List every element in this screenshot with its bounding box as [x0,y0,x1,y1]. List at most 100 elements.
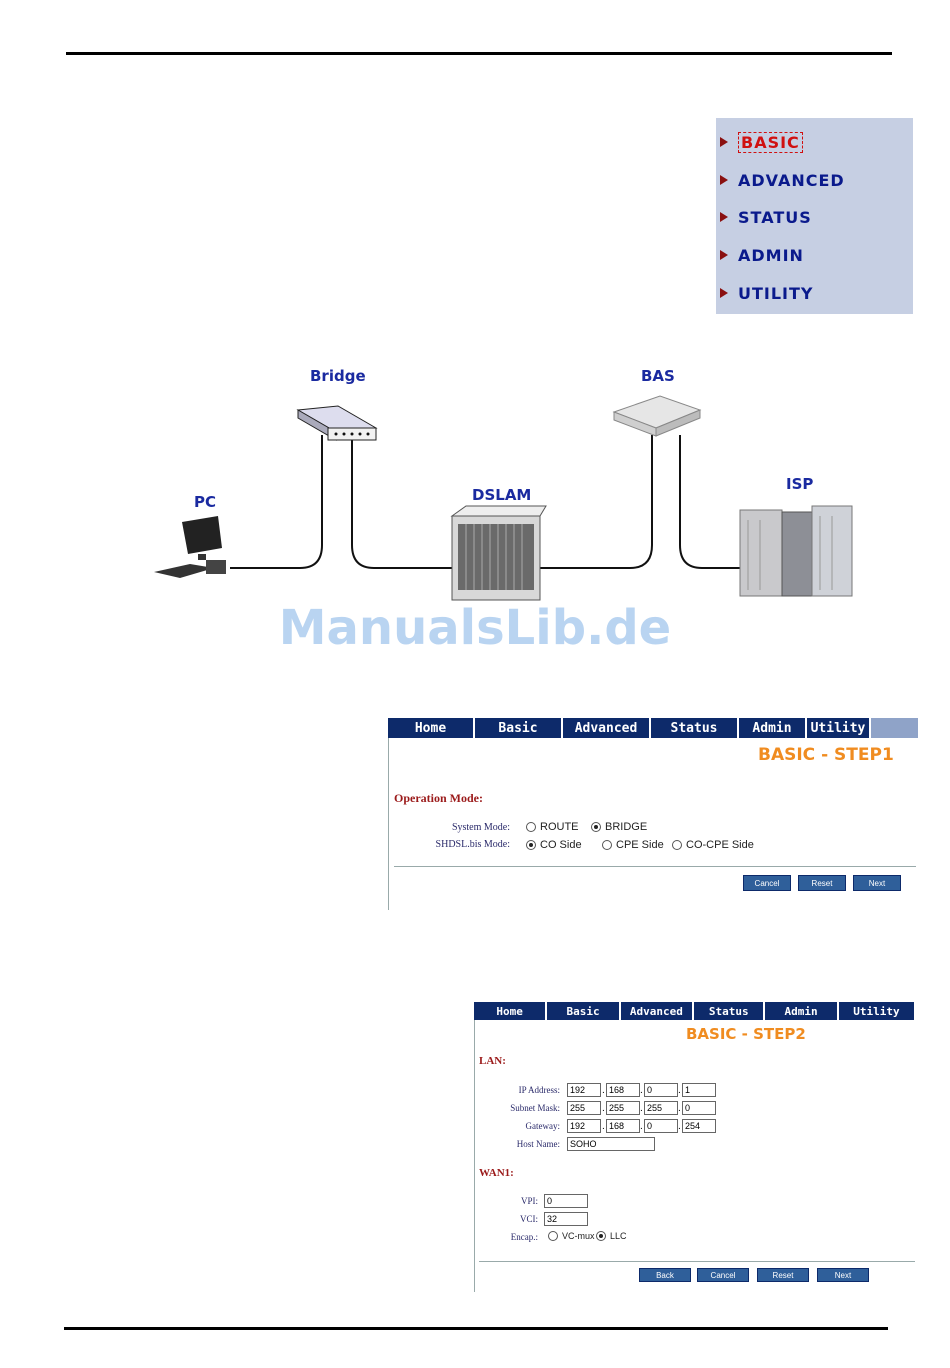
tab-home[interactable]: Home [474,1002,548,1020]
ip-octet-2[interactable]: 168 [606,1083,640,1097]
tab-basic[interactable]: Basic [547,1002,621,1020]
reset-button[interactable]: Reset [757,1268,809,1282]
tab-home[interactable]: Home [388,718,475,738]
isp-icon [739,505,853,597]
dot-separator: . [640,1121,643,1132]
system-mode-label: System Mode: [451,822,510,833]
label-isp: ISP [786,475,814,493]
radio-llc[interactable]: LLC [596,1231,627,1241]
cable-pc-bridge [230,435,323,569]
radio-icon [602,840,612,850]
radio-icon [548,1231,558,1241]
arrow-icon [720,250,728,260]
menu-label: ADVANCED [738,170,845,190]
menu-item-admin[interactable]: ADMIN [720,243,804,267]
dot-separator: . [678,1103,681,1114]
mask-octet-1[interactable]: 255 [567,1101,601,1115]
cable-dslam-bas [540,435,653,569]
tab-status[interactable]: Status [651,718,739,738]
pc-icon [154,516,226,578]
radio-route[interactable]: ROUTE [526,821,579,833]
panel-border [474,1020,475,1292]
dot-separator: . [640,1085,643,1096]
arrow-icon [720,137,728,147]
tab-advanced[interactable]: Advanced [563,718,651,738]
shdsl-mode-label: SHDSL.bis Mode: [435,839,510,850]
gw-octet-4[interactable]: 254 [682,1119,716,1133]
reset-button[interactable]: Reset [798,875,846,891]
watermark: ManualsLib.de [278,600,672,656]
divider [479,1261,915,1262]
tab-basic[interactable]: Basic [475,718,563,738]
tab-utility[interactable]: Utility [838,1002,917,1020]
host-name-label: Host Name: [516,1139,560,1149]
menu-item-advanced[interactable]: ADVANCED [720,168,845,192]
dslam-icon [450,505,547,601]
radio-icon [526,822,536,832]
gateway-label: Gateway: [525,1121,560,1131]
gw-octet-1[interactable]: 192 [567,1119,601,1133]
dot-separator: . [678,1085,681,1096]
radio-co-cpe-side[interactable]: CO-CPE Side [672,839,754,851]
mask-octet-4[interactable]: 0 [682,1101,716,1115]
menu-label: STATUS [738,207,812,227]
bridge-icon [296,405,378,441]
encap-label: Encap.: [510,1232,538,1242]
vpi-input[interactable]: 0 [544,1194,588,1208]
radio-cpe-side[interactable]: CPE Side [602,839,664,851]
step2-panel: Home Basic Advanced Status Admin Utility… [474,1002,917,1292]
ip-address-label: IP Address: [518,1085,560,1095]
mask-octet-3[interactable]: 255 [644,1101,678,1115]
section-operation-mode: Operation Mode: [394,791,483,805]
radio-co-side[interactable]: CO Side [526,839,582,851]
page-title: BASIC - STEP1 [758,745,894,765]
top-rule [66,52,892,55]
label-pc: PC [194,493,217,511]
network-diagram: Bridge BAS PC DSLAM ISP [0,340,950,630]
ip-octet-1[interactable]: 192 [567,1083,601,1097]
radio-icon [672,840,682,850]
subnet-mask-label: Subnet Mask: [510,1103,560,1113]
label-bas: BAS [641,367,675,385]
ip-octet-4[interactable]: 1 [682,1083,716,1097]
arrow-icon [720,212,728,222]
menu-label: UTILITY [738,283,814,303]
host-name-input[interactable]: SOHO [567,1137,655,1151]
menu-item-utility[interactable]: UTILITY [720,281,814,305]
mask-octet-2[interactable]: 255 [606,1101,640,1115]
menu-item-status[interactable]: STATUS [720,205,812,229]
bas-icon [612,395,702,437]
next-button[interactable]: Next [817,1268,869,1282]
tab-admin[interactable]: Admin [739,718,807,738]
diagram-lines [154,395,853,601]
cancel-button[interactable]: Cancel [697,1268,749,1282]
radio-vc-mux[interactable]: VC-mux [548,1231,595,1241]
dot-separator: . [602,1121,605,1132]
ip-octet-3[interactable]: 0 [644,1083,678,1097]
radio-checked-icon [591,822,601,832]
step1-panel: Home Basic Advanced Status Admin Utility… [388,718,918,910]
menu-label: ADMIN [738,245,804,265]
side-menu: BASIC ADVANCED STATUS ADMIN UTILITY [716,118,913,314]
tab-utility[interactable]: Utility [807,718,871,738]
tab-advanced[interactable]: Advanced [620,1002,695,1020]
tab-admin[interactable]: Admin [765,1002,839,1020]
vci-input[interactable]: 32 [544,1212,588,1226]
gw-octet-2[interactable]: 168 [606,1119,640,1133]
menu-item-basic[interactable]: BASIC [720,130,803,154]
label-bridge: Bridge [310,367,366,385]
radio-checked-icon [526,840,536,850]
radio-bridge[interactable]: BRIDGE [591,821,647,833]
vpi-label: VPI: [520,1196,538,1206]
next-button[interactable]: Next [853,875,901,891]
menu-label: BASIC [738,131,803,153]
section-wan1: WAN1: [479,1167,514,1179]
back-button[interactable]: Back [639,1268,691,1282]
label-dslam: DSLAM [472,486,532,504]
arrow-icon [720,175,728,185]
gw-octet-3[interactable]: 0 [644,1119,678,1133]
cancel-button[interactable]: Cancel [743,875,791,891]
panel-border [388,738,389,910]
step2-navbar: Home Basic Advanced Status Admin Utility [474,1002,917,1020]
tab-status[interactable]: Status [694,1002,766,1020]
